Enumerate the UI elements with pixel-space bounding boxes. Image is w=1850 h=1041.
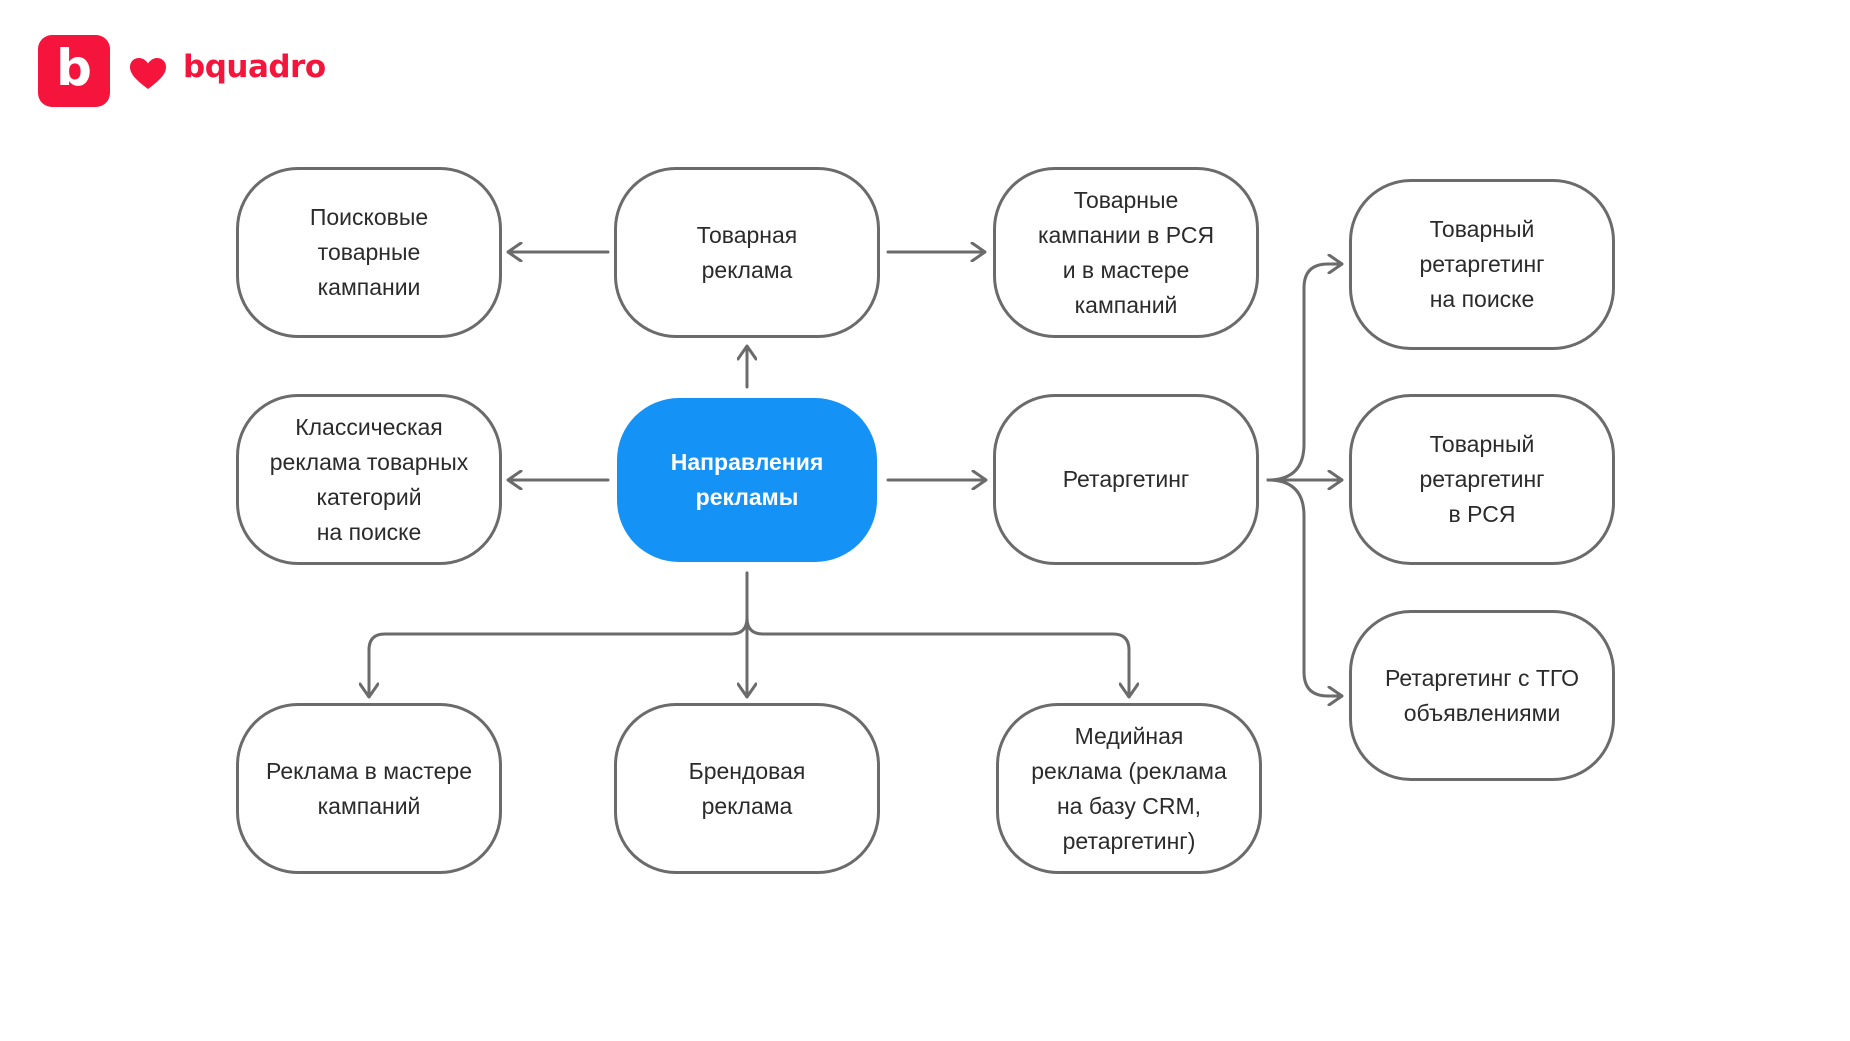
arrow-retargeting-to-tgo [1266,478,1344,696]
node-classic-category-ads: Классическая реклама товарных категорий … [236,394,502,565]
node-campaign-master-ads: Реклама в мастере кампаний [236,703,502,874]
node-retargeting: Ретаргетинг [993,394,1259,565]
node-label: Реклама в мастере кампаний [265,757,472,819]
arrow-retargeting-to-search [1266,264,1344,482]
node-label: Медийная реклама (реклама на базу CRM, р… [1031,722,1227,854]
node-product-ads: Товарная реклама [614,167,880,338]
node-media-ads: Медийная реклама (реклама на базу CRM, р… [996,703,1262,874]
node-brand-ads: Брендовая реклама [614,703,880,874]
node-product-retargeting-rsya: Товарный ретаргетинг в РСЯ [1349,394,1615,565]
heart-icon [130,58,166,89]
node-label: Ретаргетинг [1062,466,1190,492]
node-retargeting-tgo: Ретаргетинг с ТГО объявлениями [1349,610,1615,781]
node-label: Поисковые товарные кампании [309,204,429,300]
brand-name: bquadro [183,49,326,85]
node-label: Товарная реклама [696,221,798,283]
node-label: Брендовая реклама [688,757,806,819]
arrow-center-to-media [745,616,1129,699]
brand-logo-mark: b [38,35,110,107]
arrow-center-to-campaign-master [369,571,749,699]
node-product-campaigns-rsya: Товарные кампании в РСЯ и в мастере камп… [993,167,1259,338]
node-product-retargeting-search: Товарный ретаргетинг на поиске [1349,179,1615,350]
node-label: Товарный ретаргетинг на поиске [1419,216,1545,312]
node-label: Ретаргетинг с ТГО объявлениями [1385,664,1579,726]
node-label: Товарные кампании в РСЯ и в мастере камп… [1037,186,1215,318]
node-center-ad-directions: Направления рекламы [617,398,877,562]
node-search-product-campaigns: Поисковые товарные кампании [236,167,502,338]
node-label: Классическая реклама товарных категорий … [269,413,469,545]
node-label: Направления рекламы [670,449,824,510]
node-label: Товарный ретаргетинг в РСЯ [1419,431,1545,527]
logo-letter: b [56,39,92,97]
